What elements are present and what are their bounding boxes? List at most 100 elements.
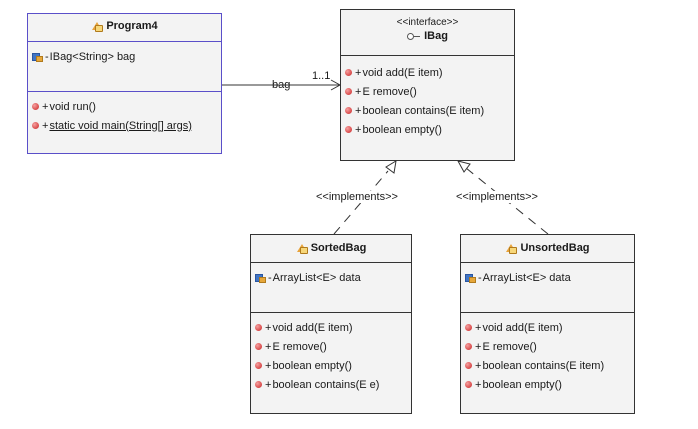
operation-icon xyxy=(345,126,352,133)
class-program4-header: Program4 xyxy=(28,14,221,41)
attribute-row[interactable]: - ArrayList<E> data xyxy=(465,268,634,287)
interface-ibag-operations: + void add(E item) + E remove() + boolea… xyxy=(341,55,514,139)
operation-row[interactable]: + static void main(String[] args) xyxy=(32,116,221,135)
class-sortedbag-operations: + void add(E item) + E remove() + boolea… xyxy=(251,312,411,394)
operation-row[interactable]: + void add(E item) xyxy=(345,63,514,82)
class-unsortedbag-attributes: - ArrayList<E> data xyxy=(461,262,634,312)
visibility-marker: + xyxy=(42,100,49,113)
visibility-marker: + xyxy=(475,378,482,391)
operation-icon xyxy=(255,343,262,350)
operation-icon xyxy=(345,88,352,95)
attribute-icon xyxy=(32,52,43,62)
interface-icon xyxy=(407,32,421,40)
realization-unsorted-label: <<implements>> xyxy=(456,191,538,203)
operation-text: boolean contains(E e) xyxy=(272,378,380,391)
operation-icon xyxy=(32,122,39,129)
operation-row[interactable]: + E remove() xyxy=(465,337,634,356)
operation-row[interactable]: + boolean empty() xyxy=(345,120,514,139)
interface-ibag-name: IBag xyxy=(424,30,448,42)
operation-icon xyxy=(32,103,39,110)
operation-text: boolean empty() xyxy=(272,359,352,372)
operation-row[interactable]: + boolean contains(E item) xyxy=(465,356,634,375)
class-program4[interactable]: Program4 - IBag<String> bag + void run()… xyxy=(27,13,222,154)
class-program4-operations: + void run() + static void main(String[]… xyxy=(28,91,221,135)
visibility-marker: + xyxy=(355,85,362,98)
realization-sorted-label: <<implements>> xyxy=(316,191,398,203)
operation-text: boolean empty() xyxy=(482,378,562,391)
visibility-marker: + xyxy=(475,321,482,334)
visibility-marker: - xyxy=(45,50,49,63)
operation-icon xyxy=(345,107,352,114)
operation-icon xyxy=(255,324,262,331)
class-sortedbag[interactable]: SortedBag - ArrayList<E> data + void add… xyxy=(250,234,412,414)
operation-icon xyxy=(255,362,262,369)
class-sortedbag-header: SortedBag xyxy=(251,235,411,262)
operation-row[interactable]: + void run() xyxy=(32,97,221,116)
association-multiplicity-label: 1..1 xyxy=(312,70,331,82)
attribute-text: ArrayList<E> data xyxy=(482,271,571,284)
operation-row[interactable]: + boolean contains(E e) xyxy=(255,375,411,394)
class-unsortedbag[interactable]: UnsortedBag - ArrayList<E> data + void a… xyxy=(460,234,635,414)
visibility-marker: + xyxy=(475,340,482,353)
operation-icon xyxy=(465,324,472,331)
visibility-marker: + xyxy=(265,359,272,372)
class-program4-attributes: - IBag<String> bag xyxy=(28,41,221,91)
operation-row[interactable]: + void add(E item) xyxy=(255,318,411,337)
operation-icon xyxy=(345,69,352,76)
operation-text: boolean empty() xyxy=(362,123,442,136)
operation-row[interactable]: + boolean contains(E item) xyxy=(345,101,514,120)
operation-text: boolean contains(E item) xyxy=(482,359,605,372)
attribute-icon xyxy=(255,273,266,283)
class-icon xyxy=(296,243,308,254)
interface-ibag[interactable]: <<interface>> IBag + void add(E item) + … xyxy=(340,9,515,161)
visibility-marker: + xyxy=(265,340,272,353)
operation-icon xyxy=(465,381,472,388)
operation-row[interactable]: + E remove() xyxy=(345,82,514,101)
class-sortedbag-attributes: - ArrayList<E> data xyxy=(251,262,411,312)
class-sortedbag-name: SortedBag xyxy=(310,242,367,254)
operation-row[interactable]: + void add(E item) xyxy=(465,318,634,337)
visibility-marker: + xyxy=(265,378,272,391)
operation-text: void add(E item) xyxy=(362,66,443,79)
association-role-label: bag xyxy=(272,79,291,91)
realization-sorted-arrowhead xyxy=(385,160,397,174)
visibility-marker: + xyxy=(355,66,362,79)
operation-text: void run() xyxy=(49,100,96,113)
class-icon xyxy=(91,21,104,32)
operation-icon xyxy=(465,362,472,369)
operation-text: static void main(String[] args) xyxy=(49,119,192,132)
class-program4-name: Program4 xyxy=(106,20,158,32)
visibility-marker: + xyxy=(475,359,482,372)
operation-icon xyxy=(255,381,262,388)
interface-ibag-header: <<interface>> IBag xyxy=(341,10,514,55)
visibility-marker: - xyxy=(268,271,272,284)
visibility-marker: + xyxy=(355,104,362,117)
operation-text: void add(E item) xyxy=(272,321,353,334)
attribute-text: ArrayList<E> data xyxy=(272,271,361,284)
visibility-marker: - xyxy=(478,271,482,284)
class-unsortedbag-name: UnsortedBag xyxy=(520,242,590,254)
operation-row[interactable]: + boolean empty() xyxy=(255,356,411,375)
operation-row[interactable]: + E remove() xyxy=(255,337,411,356)
visibility-marker: + xyxy=(355,123,362,136)
operation-text: boolean contains(E item) xyxy=(362,104,485,117)
interface-stereotype: <<interface>> xyxy=(396,17,459,28)
attribute-row[interactable]: - IBag<String> bag xyxy=(32,47,221,66)
realization-unsorted-arrowhead xyxy=(457,160,471,173)
class-unsortedbag-operations: + void add(E item) + E remove() + boolea… xyxy=(461,312,634,394)
operation-text: E remove() xyxy=(362,85,417,98)
class-icon xyxy=(505,243,518,254)
attribute-text: IBag<String> bag xyxy=(49,50,136,63)
operation-row[interactable]: + boolean empty() xyxy=(465,375,634,394)
class-unsortedbag-header: UnsortedBag xyxy=(461,235,634,262)
visibility-marker: + xyxy=(42,119,49,132)
attribute-icon xyxy=(465,273,476,283)
operation-text: E remove() xyxy=(482,340,537,353)
operation-icon xyxy=(465,343,472,350)
association-arrowhead xyxy=(330,79,342,91)
visibility-marker: + xyxy=(265,321,272,334)
operation-text: E remove() xyxy=(272,340,327,353)
attribute-row[interactable]: - ArrayList<E> data xyxy=(255,268,411,287)
operation-text: void add(E item) xyxy=(482,321,563,334)
